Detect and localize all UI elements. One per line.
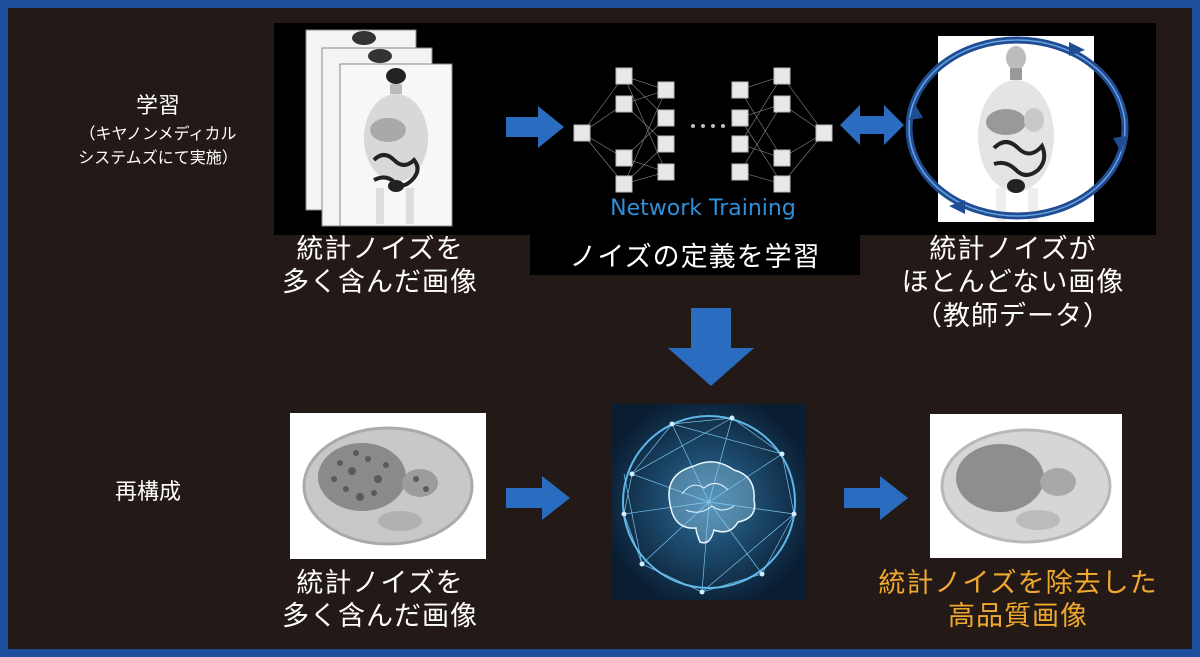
double-arrow-icon (840, 105, 904, 145)
arrow-right-icon-2 (506, 476, 570, 520)
ai-brain-image (612, 404, 806, 600)
output-caption-line2: 高品質画像 (948, 601, 1088, 632)
training-cycle-ring-icon (901, 28, 1133, 228)
teacher-caption-line2: ほとんどない画像 (901, 267, 1125, 298)
recon-input-caption-line1: 統計ノイズを (296, 568, 464, 599)
diagram-canvas: 学習 （キヤノンメディカル システムズにて実施） 再構成 (8, 8, 1192, 649)
reconstruction-title: 再構成 (114, 480, 181, 505)
teacher-caption-line3: （教師データ） (915, 301, 1111, 332)
arrow-right-icon (506, 106, 564, 148)
recon-input-caption-line2: 多く含んだ画像 (282, 601, 478, 632)
output-caption-line1: 統計ノイズを除去した (878, 568, 1158, 599)
noisy-input-caption-line1: 統計ノイズを (296, 234, 464, 265)
training-panel-tab (530, 235, 860, 275)
learning-note-line2: システムズにて実施） (78, 148, 238, 167)
neural-network-diagram (568, 48, 838, 198)
teacher-pet-image (938, 36, 1094, 222)
denoised-axial-image (930, 414, 1122, 558)
learning-title: 学習 (135, 94, 180, 119)
arrow-right-icon-3 (844, 476, 908, 520)
training-caption: ノイズの定義を学習 (569, 242, 821, 273)
noisy-pet-stack (304, 28, 464, 228)
noisy-axial-image (290, 413, 486, 559)
learning-note-line1: （キヤノンメディカル (79, 124, 237, 143)
arrow-down-icon (668, 308, 754, 386)
noisy-input-caption-line2: 多く含んだ画像 (282, 267, 478, 298)
network-training-label: Network Training (610, 196, 796, 221)
teacher-caption-line1: 統計ノイズが (929, 234, 1097, 265)
